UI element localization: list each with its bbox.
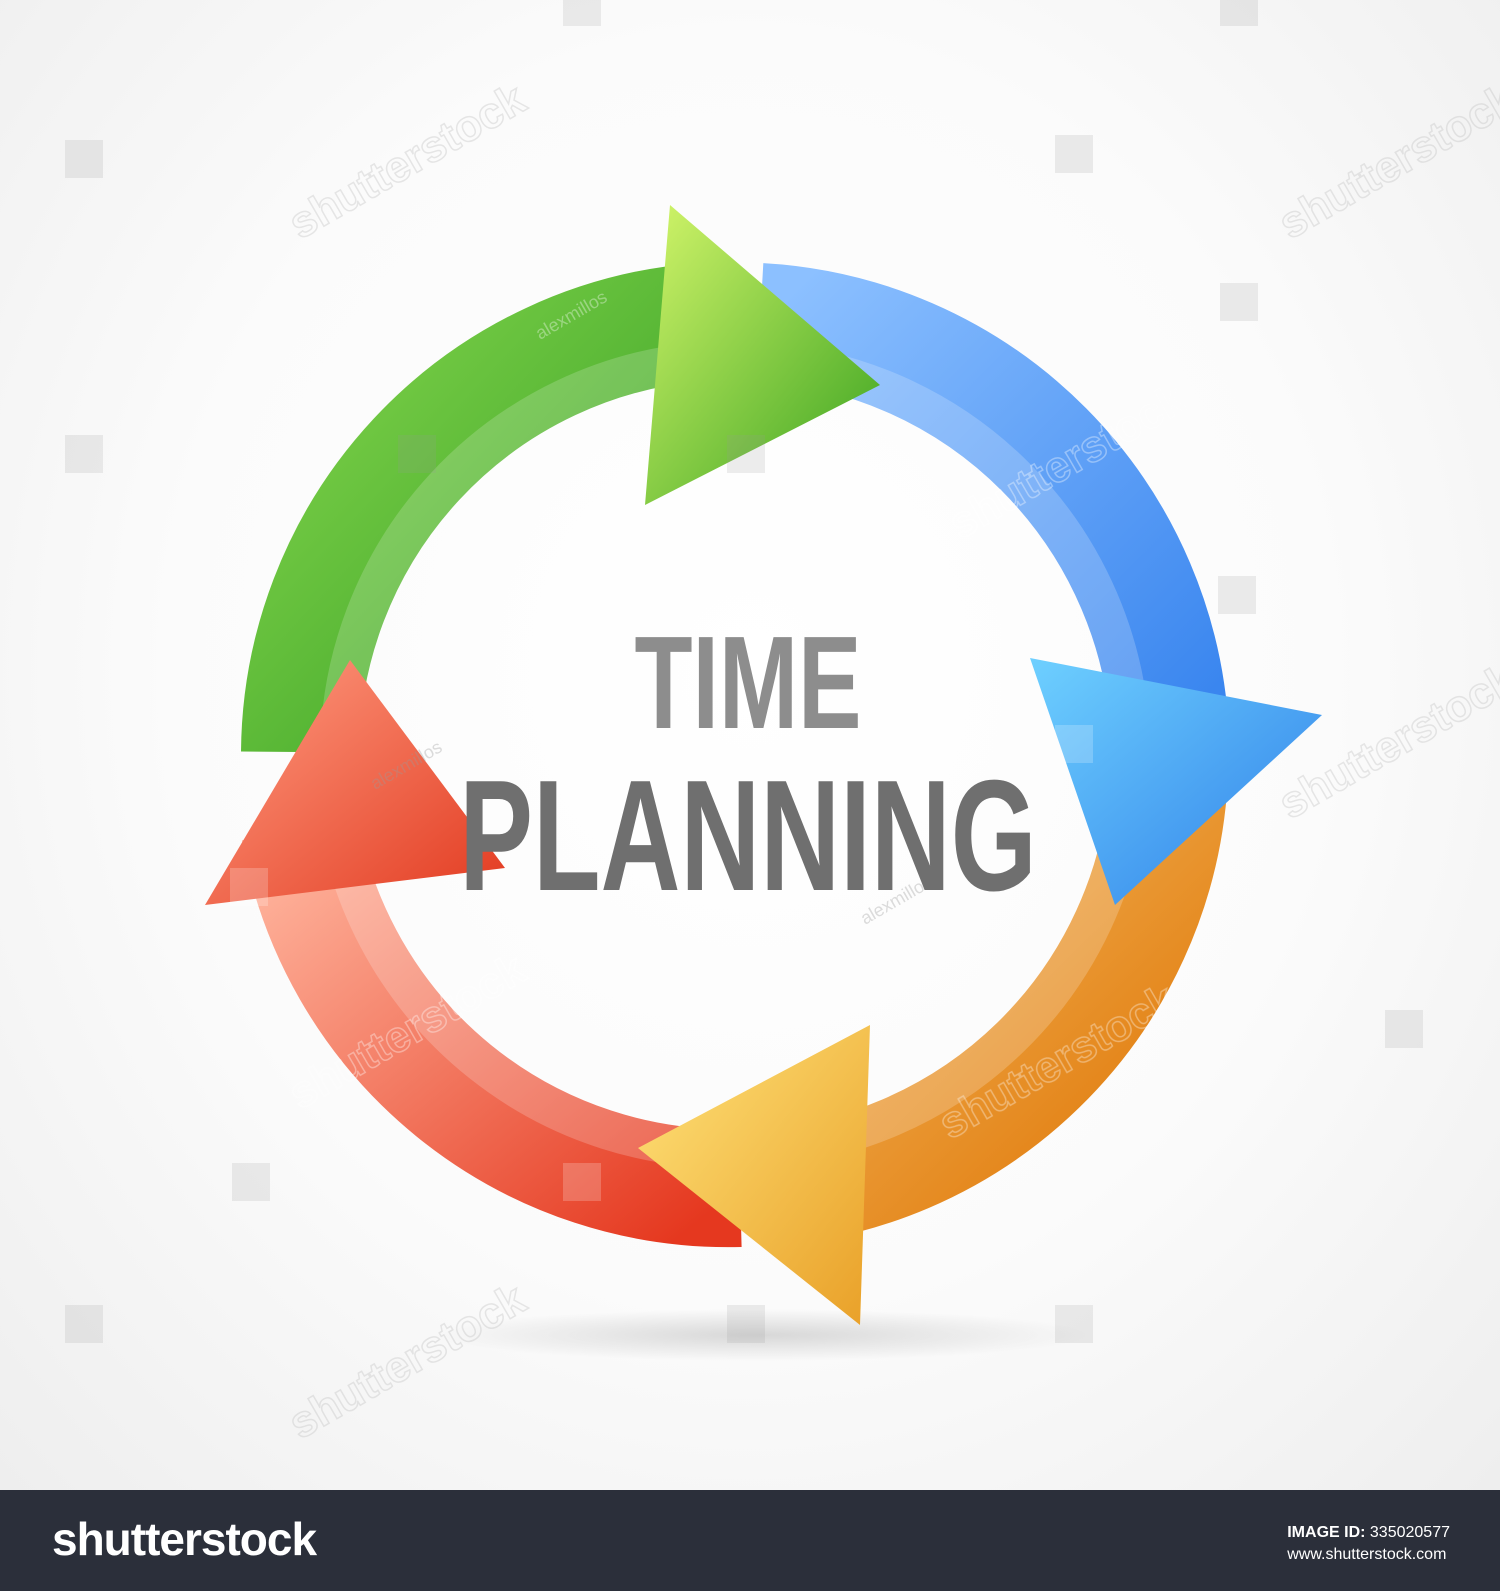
- watermark-square-icon: [65, 435, 103, 473]
- stock-footer-bar: shutterstock IMAGE ID: 335020577 www.shu…: [0, 1490, 1500, 1591]
- image-id-label: IMAGE ID:: [1287, 1524, 1366, 1541]
- site-url: www.shutterstock.com: [1287, 1546, 1447, 1563]
- watermark-text: shutterstock: [1271, 654, 1500, 829]
- watermark-square-icon: [232, 1163, 270, 1201]
- watermark-square-icon: [563, 1163, 601, 1201]
- watermark-square-icon: [727, 1305, 765, 1343]
- logo-text: shutterstock: [52, 1513, 317, 1565]
- watermark-text: shutterstock: [281, 74, 535, 249]
- watermark-text: shutterstock: [1271, 74, 1500, 249]
- watermark-text: shutterstock: [281, 1274, 535, 1449]
- image-canvas: shutterstock shutterstock shutterstock s…: [0, 0, 1500, 1490]
- watermark-square-icon: [1220, 0, 1258, 26]
- arc-red: [241, 819, 742, 1248]
- shutterstock-logo: shutterstock: [52, 1512, 317, 1566]
- arc-blue: [756, 263, 1229, 739]
- watermark-square-icon: [1385, 1010, 1423, 1048]
- watermark-square-icon: [1055, 725, 1093, 763]
- cycle-diagram: shutterstock shutterstock shutterstock s…: [65, 0, 1500, 1449]
- arrow-head-blue: [1030, 658, 1322, 905]
- watermark-square-icon: [1055, 135, 1093, 173]
- watermark-square-icon: [1218, 576, 1256, 614]
- watermark-square-icon: [727, 435, 765, 473]
- watermark-square-icon: [1055, 1305, 1093, 1343]
- arrow-head-red: [205, 660, 505, 905]
- watermark-square-icon: [398, 435, 436, 473]
- ground-shadow: [430, 1309, 1090, 1361]
- image-id-block: IMAGE ID: 335020577 www.shutterstock.com: [1287, 1522, 1450, 1566]
- arrow-head-green: [645, 205, 880, 505]
- watermark-square-icon: [65, 140, 103, 178]
- watermark-square-icon: [230, 868, 268, 906]
- watermark-square-icon: [65, 1305, 103, 1343]
- watermark-square-icon: [1220, 283, 1258, 321]
- image-id-value: 335020577: [1369, 1524, 1450, 1541]
- arc-green: [241, 263, 706, 754]
- title-line-2: PLANNING: [459, 747, 1037, 923]
- watermark-square-icon: [563, 0, 601, 26]
- title-line-1: TIME: [635, 610, 862, 757]
- arrow-head-orange: [638, 1025, 870, 1325]
